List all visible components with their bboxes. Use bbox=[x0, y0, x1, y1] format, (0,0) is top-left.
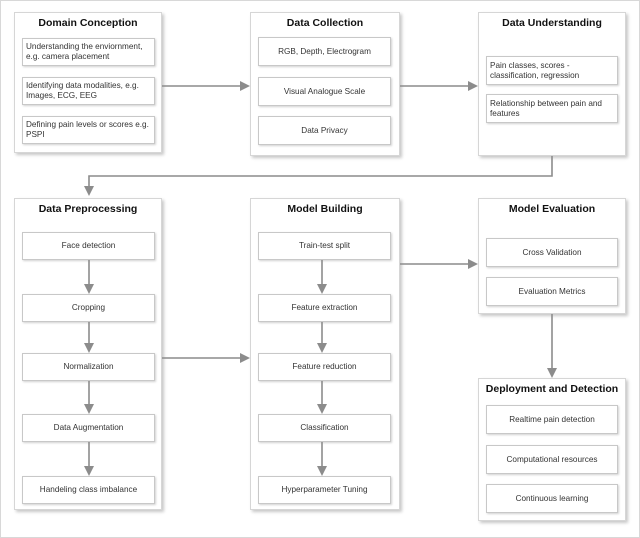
step-box: RGB, Depth, Electrogram bbox=[258, 37, 391, 66]
step-box: Data Privacy bbox=[258, 116, 391, 145]
step-box: Pain classes, scores - classification, r… bbox=[486, 56, 618, 85]
step-box: Normalization bbox=[22, 353, 155, 381]
step-box: Evaluation Metrics bbox=[486, 277, 618, 306]
panel-title: Data Preprocessing bbox=[38, 203, 138, 215]
step-box: Feature extraction bbox=[258, 294, 391, 322]
step-box: Computational resources bbox=[486, 445, 618, 474]
step-box: Visual Analogue Scale bbox=[258, 77, 391, 106]
step-box: Relationship between pain and features bbox=[486, 94, 618, 123]
panel-title: Deployment and Detection bbox=[485, 383, 619, 395]
step-box: Face detection bbox=[22, 232, 155, 260]
step-box: Handeling class imbalance bbox=[22, 476, 155, 504]
step-box: Cropping bbox=[22, 294, 155, 322]
step-box: Feature reduction bbox=[258, 353, 391, 381]
step-box: Realtime pain detection bbox=[486, 405, 618, 434]
panel-title: Model Evaluation bbox=[508, 203, 596, 215]
step-box: Understanding the enviornment, e.g. came… bbox=[22, 38, 155, 66]
panel-title: Model Building bbox=[287, 203, 363, 215]
step-box: Hyperparameter Tuning bbox=[258, 476, 391, 504]
step-box: Continuous learning bbox=[486, 484, 618, 513]
step-box: Cross Validation bbox=[486, 238, 618, 267]
panel-title: Data Collection bbox=[286, 17, 364, 29]
step-box: Data Augmentation bbox=[22, 414, 155, 442]
panel-title: Domain Conception bbox=[38, 17, 138, 29]
step-box: Identifying data modalities, e.g. Images… bbox=[22, 77, 155, 105]
panel-title: Data Understanding bbox=[502, 17, 602, 29]
step-box: Train-test split bbox=[258, 232, 391, 260]
step-box: Classification bbox=[258, 414, 391, 442]
step-box: Defining pain levels or scores e.g. PSPI bbox=[22, 116, 155, 144]
